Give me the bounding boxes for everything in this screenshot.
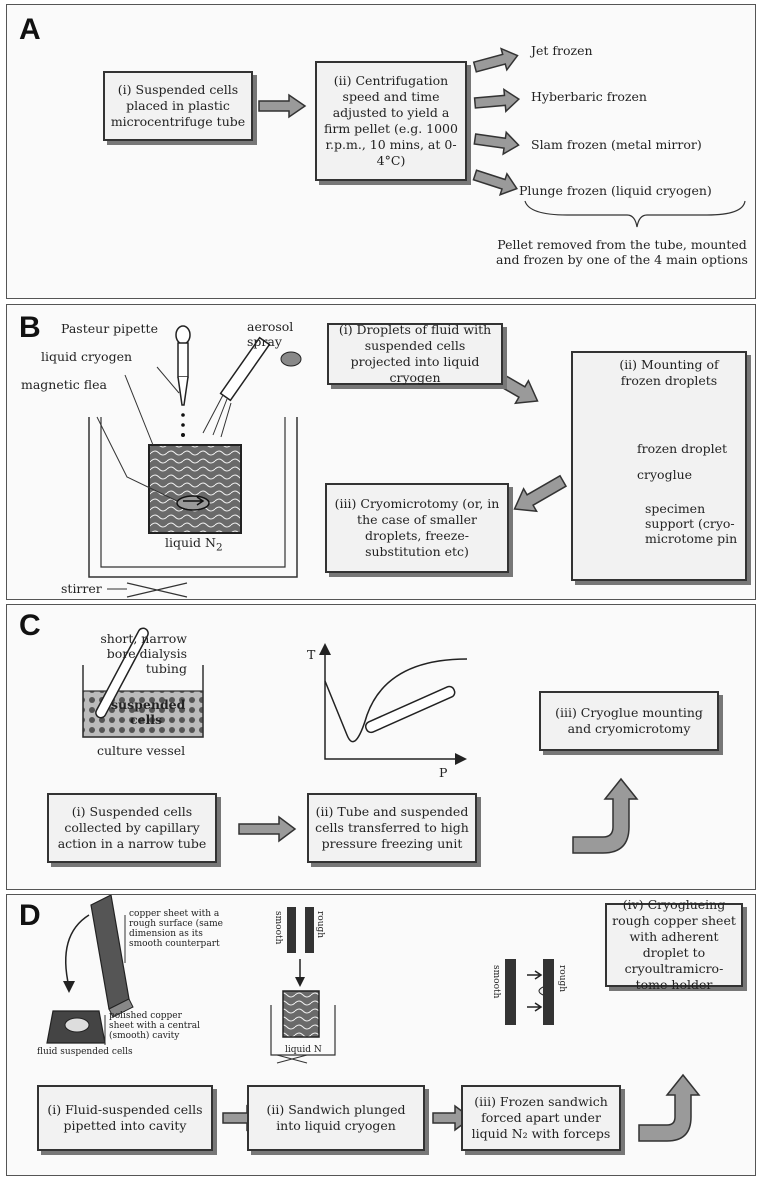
panel-b-step-3: (iii) Cryomicrotomy (or, in the case of … (325, 483, 509, 573)
axis-p-label: P (439, 765, 448, 780)
label-culture-vessel: culture vessel (97, 743, 186, 758)
label-stirrer: stirrer (61, 581, 102, 596)
option-jet-frozen: Jet frozen (531, 43, 593, 58)
label-fluid-suspended-cells: fluid suspended cells (37, 1047, 133, 1057)
panel-d-step-1: (i) Fluid-suspended cells pipetted into … (37, 1085, 213, 1151)
panel-d-drawings (46, 895, 701, 1142)
panel-a-arrows (258, 47, 746, 228)
panel-a-step-2: (ii) Centrifugation speed and time adjus… (315, 61, 467, 181)
magnetic-flea-icon (176, 495, 210, 511)
panel-c: C short, narrow bore dialysis tubing sus… (6, 604, 756, 890)
panel-d-step-2: (ii) Sandwich plunged into liquid cryoge… (247, 1085, 425, 1151)
label-aerosol-spray: aerosol spray (247, 319, 294, 349)
aerosol-spray-icon (202, 336, 302, 438)
panel-c-step-1: (i) Suspended cells collected by capilla… (47, 793, 217, 863)
panel-b-step-1: (i) Droplets of fluid with suspended cel… (327, 322, 503, 385)
option-hyperbaric-frozen: Hyberbaric frozen (531, 89, 647, 104)
label-polished-copper-sheet: polished copper sheet with a central (sm… (109, 1011, 200, 1041)
panel-a-note: Pellet removed from the tube, mounted an… (496, 237, 748, 267)
label-rough-1: rough (315, 911, 325, 939)
panel-b-step-2-title: (ii) Mounting of frozen droplets (619, 357, 719, 388)
label-rough-copper-sheet: copper sheet with a rough surface (same … (129, 909, 223, 949)
panel-d-step-4: (iv) Cryoglueing rough copper sheet with… (605, 897, 743, 992)
label-liquid-n2: liquid N (285, 1045, 322, 1055)
option-plunge-frozen: Plunge frozen (liquid cryogen) (519, 183, 712, 198)
panel-b: B (6, 304, 756, 600)
panel-c-step-2: (ii) Tube and suspended cells transferre… (307, 793, 477, 863)
label-pasteur-pipette: Pasteur pipette (61, 321, 158, 336)
panel-d-label: D (19, 899, 41, 932)
label-rough-2: rough (557, 965, 567, 993)
panel-a: A (i) Suspended cells placed in plastic … (6, 4, 756, 299)
panel-c-drawings (82, 627, 639, 854)
label-magnetic-flea: magnetic flea (21, 377, 107, 392)
pasteur-pipette-icon (175, 325, 191, 437)
panel-d: D copper sheet with a rough surface (sam… (6, 894, 756, 1176)
label-suspended-cells: suspended cells (111, 697, 186, 727)
label-smooth-1: smooth (273, 911, 283, 945)
option-slam-frozen: Slam frozen (metal mirror) (531, 137, 702, 152)
label-frozen-droplet: frozen droplet (637, 441, 728, 456)
label-smooth-2: smooth (491, 965, 501, 999)
panel-a-label: A (19, 13, 41, 46)
panel-b-step-2: (ii) Mounting of frozen droplets (571, 351, 747, 581)
panel-c-label: C (19, 609, 41, 642)
axis-t-label: T (307, 647, 316, 662)
label-specimen-support: specimen support (cryo-microtome pin (645, 501, 738, 546)
panel-b-label: B (19, 311, 41, 344)
label-dialysis-tubing: short, narrow bore dialysis tubing (100, 631, 187, 676)
label-cryoglue: cryoglue (637, 467, 693, 482)
label-liquid-n2: liquid N2 (165, 535, 223, 554)
panel-d-step-3: (iii) Frozen sandwich forced apart under… (461, 1085, 621, 1151)
panel-c-step-3: (iii) Cryoglue mounting and cryomicrotom… (539, 691, 719, 751)
panel-a-step-1: (i) Suspended cells placed in plastic mi… (103, 71, 253, 141)
label-liquid-cryogen: liquid cryogen (41, 349, 133, 364)
